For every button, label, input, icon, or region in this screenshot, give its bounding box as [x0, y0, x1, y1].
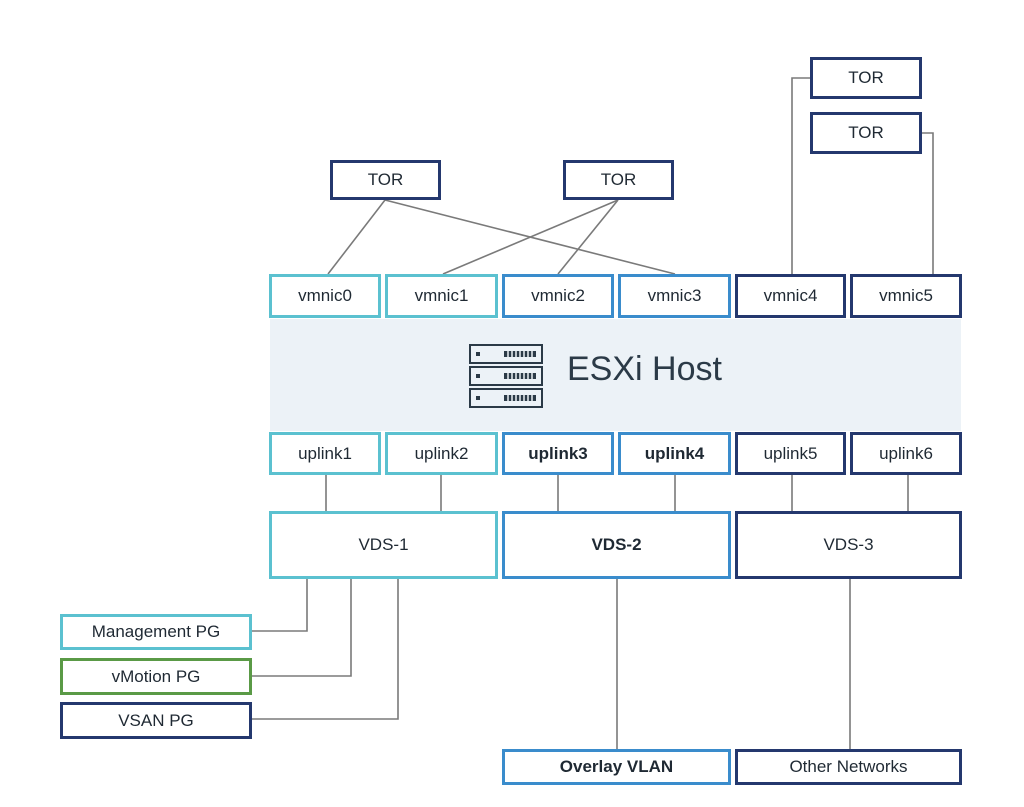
- tor-switch-3: TOR: [810, 57, 922, 99]
- uplink-1: uplink1: [269, 432, 381, 475]
- server-rack-icon: [469, 344, 543, 408]
- vds-2: VDS-2: [502, 511, 731, 579]
- vmnic-4: vmnic4: [735, 274, 846, 318]
- uplink-6: uplink6: [850, 432, 962, 475]
- link-vds1-vmotion: [252, 578, 352, 677]
- uplink-2: uplink2: [385, 432, 498, 475]
- tor-switch-4: TOR: [810, 112, 922, 154]
- vsan-port-group: VSAN PG: [60, 702, 252, 739]
- tor-switch-2: TOR: [563, 160, 674, 200]
- vmnic-3: vmnic3: [618, 274, 731, 318]
- uplink-4: uplink4: [618, 432, 731, 475]
- vmnic-0: vmnic0: [269, 274, 381, 318]
- link-tor3-vmnic4: [791, 77, 810, 274]
- uplink-3: uplink3: [502, 432, 614, 475]
- link-vds1-management: [252, 578, 308, 632]
- vmnic-5: vmnic5: [850, 274, 962, 318]
- link-tor2-vmnic1: [442, 199, 619, 275]
- link-tor2-vmnic2: [557, 199, 619, 275]
- other-networks: Other Networks: [735, 749, 962, 785]
- overlay-vlan-network: Overlay VLAN: [502, 749, 731, 785]
- management-port-group: Management PG: [60, 614, 252, 650]
- link-vds1-vsan: [252, 578, 399, 720]
- vds-3: VDS-3: [735, 511, 962, 579]
- esxi-host-band: [270, 319, 961, 431]
- link-tor1-vmnic0: [327, 199, 386, 275]
- link-tor4-vmnic5: [922, 132, 934, 274]
- vds-1: VDS-1: [269, 511, 498, 579]
- vmnic-2: vmnic2: [502, 274, 614, 318]
- vmnic-1: vmnic1: [385, 274, 498, 318]
- esxi-host-label: ESXi Host: [567, 350, 722, 388]
- uplink-5: uplink5: [735, 432, 846, 475]
- tor-switch-1: TOR: [330, 160, 441, 200]
- vmotion-port-group: vMotion PG: [60, 658, 252, 695]
